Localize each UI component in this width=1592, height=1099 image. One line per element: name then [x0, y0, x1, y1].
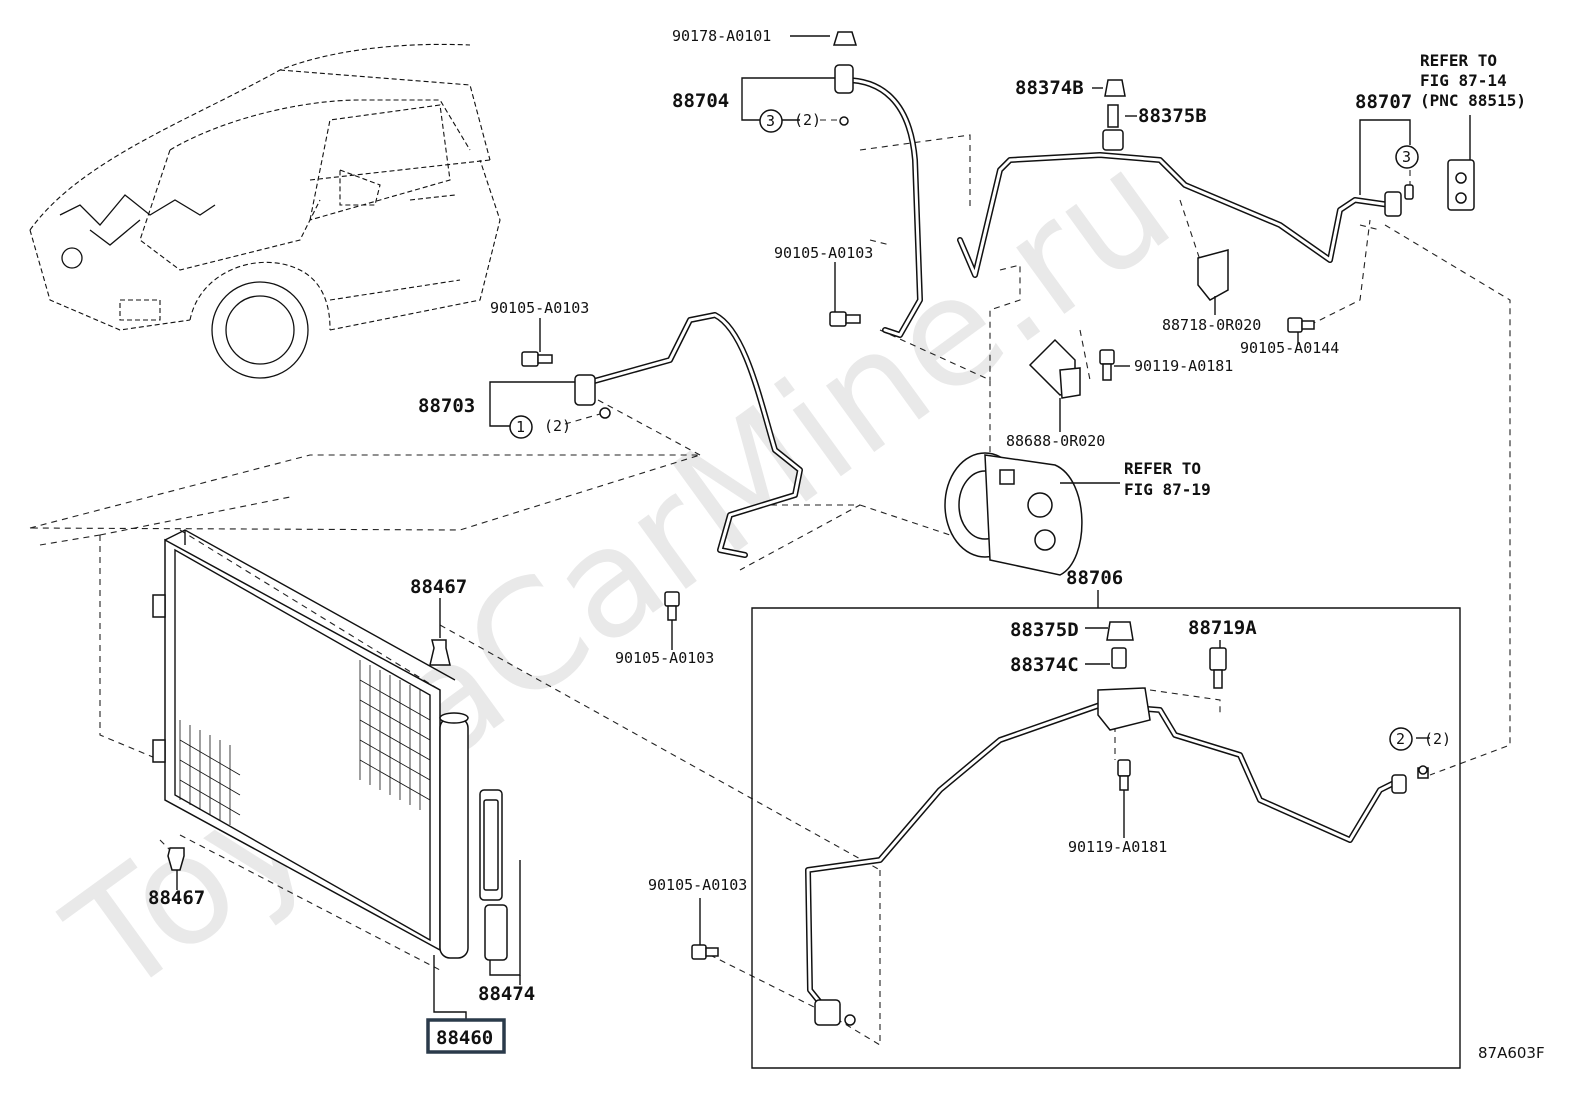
bolt-90119-bot-icon	[1117, 759, 1131, 791]
plug-88467-bot-icon	[167, 847, 185, 871]
label-2-sub: (2)	[1424, 730, 1451, 748]
label-88467-top: 88467	[410, 576, 467, 598]
part-labels: 90178-A0101 88704 3 (2) 88374B 88375B 88…	[148, 27, 1545, 1062]
label-refer-8714-c: (PNC 88515)	[1420, 91, 1526, 110]
bolt-90105-bot-icon	[691, 944, 719, 960]
callout-circles	[509, 109, 1428, 775]
valve-88374c-icon	[1111, 647, 1127, 669]
leader-lines	[176, 35, 1471, 1069]
expansion-valve-icon	[1447, 159, 1475, 211]
label-88704-circle: 3	[766, 112, 775, 130]
highlight-box-88460	[426, 1018, 506, 1054]
cap-90178-icon	[832, 31, 858, 46]
cap-88375d-icon	[1106, 621, 1134, 641]
vehicle-illustration	[29, 43, 501, 379]
plug-88467-top-icon	[429, 639, 451, 666]
label-refer-8714-b: FIG 87-14	[1420, 71, 1507, 90]
label-90105-top: 90105-A0103	[490, 299, 589, 317]
bolt-90105-top-icon	[521, 351, 553, 367]
reference-lines	[29, 134, 1511, 1046]
label-refer-8714-a: REFER TO	[1420, 51, 1497, 70]
label-88467-bot: 88467	[148, 887, 205, 909]
label-88706: 88706	[1066, 567, 1123, 589]
label-88374b: 88374B	[1015, 77, 1084, 99]
label-88707-circle: 3	[1402, 148, 1411, 166]
valve-88375b-icon	[1107, 104, 1119, 128]
label-88704: 88704	[672, 90, 729, 112]
bolt-90105-a0144-icon	[1287, 317, 1315, 333]
clamp-88718-icon	[1197, 249, 1229, 301]
label-2-circle: 2	[1396, 730, 1405, 748]
label-90119-bot: 90119-A0181	[1068, 838, 1167, 856]
compressor-icon	[944, 452, 1083, 576]
label-90105-left: 90105-A0103	[615, 649, 714, 667]
label-90105-a0144: 90105-A0144	[1240, 339, 1339, 357]
label-90178: 90178-A0101	[672, 27, 771, 45]
label-refer-8719-a: REFER TO	[1124, 459, 1201, 478]
label-90105-bot: 90105-A0103	[648, 876, 747, 894]
label-88707: 88707	[1355, 91, 1412, 113]
label-88374c: 88374C	[1010, 654, 1079, 676]
condenser-88460-icon	[152, 529, 469, 959]
label-88718: 88718-0R020	[1162, 316, 1261, 334]
label-88375b: 88375B	[1138, 105, 1207, 127]
figure-code: 87A603F	[1478, 1044, 1545, 1062]
label-90119-top: 90119-A0181	[1134, 357, 1233, 375]
small-parts	[167, 31, 1475, 1026]
label-90105-mid: 90105-A0103	[774, 244, 873, 262]
label-88703: 88703	[418, 395, 475, 417]
label-88704-sub: (2)	[794, 111, 821, 129]
filter-88474-icon	[479, 789, 508, 961]
label-88460[interactable]: 88460	[436, 1027, 493, 1049]
label-refer-8719-b: FIG 87-19	[1124, 480, 1211, 499]
label-88703-circle: 1	[516, 418, 525, 436]
bolt-90105-mid-icon	[829, 311, 861, 327]
label-88719a: 88719A	[1188, 617, 1257, 639]
label-88375d: 88375D	[1010, 619, 1079, 641]
tube-block-88706-icon	[1097, 687, 1151, 731]
bolt-90119-top-icon	[1099, 349, 1115, 381]
label-88688: 88688-0R020	[1006, 432, 1105, 450]
cap-88374b-icon	[1104, 79, 1126, 97]
fitting-88704-icon	[834, 64, 854, 94]
label-88474: 88474	[478, 983, 535, 1005]
label-88703-sub: (2)	[544, 417, 571, 435]
pressure-switch-88719a-icon	[1209, 647, 1227, 689]
